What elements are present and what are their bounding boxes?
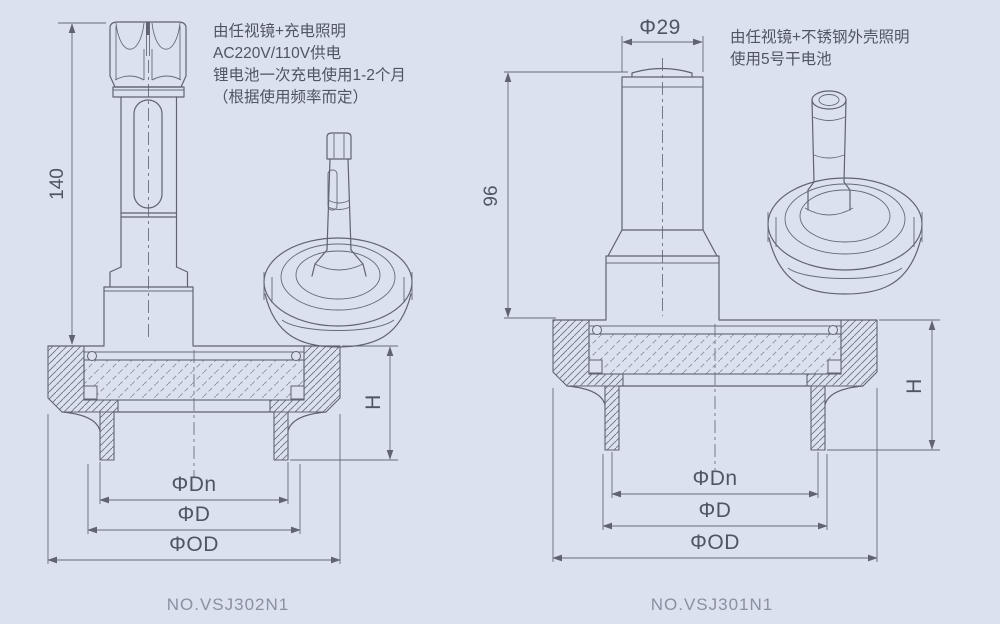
dim-diameters-left: ΦDn ΦD ΦOD — [47, 414, 341, 564]
right-front-view: Φ29 — [481, 16, 940, 614]
right-isometric-view — [767, 90, 923, 295]
dim-H-right-label: H — [903, 378, 926, 394]
iso-lamp-dome — [811, 90, 847, 110]
dim-96: 96 — [481, 71, 628, 319]
skirt-wall-right — [810, 385, 826, 451]
flange-ring-left — [552, 319, 624, 387]
o-ring-right — [828, 325, 838, 335]
skirt-wall-left — [604, 385, 620, 451]
flange-ring-right — [806, 319, 878, 387]
left-front-view: 140 H ΦDn ΦD ΦOD NO.VSJ302N1 — [47, 21, 398, 614]
dim-phi29: Φ29 — [621, 16, 704, 72]
stem-body — [103, 96, 194, 346]
flange-section-right — [552, 319, 878, 451]
retainer-right — [290, 385, 305, 400]
flange-section — [47, 345, 341, 461]
dim-d-right-label: ΦD — [699, 499, 732, 522]
left-annotation-line-1: 由任视镜+充电照明 — [213, 21, 346, 40]
glass-disc — [588, 333, 842, 375]
o-ring-left — [87, 351, 97, 361]
glass-disc — [83, 359, 305, 401]
right-annotation-line-2: 使用5号干电池 — [730, 50, 832, 68]
dim-phi29-label: Φ29 — [639, 16, 681, 39]
dim-140-label: 140 — [47, 168, 68, 200]
dim-dn-left-label: ΦDn — [171, 473, 216, 496]
retainer-left — [83, 385, 98, 400]
o-ring-right — [291, 351, 301, 361]
light-window — [133, 99, 163, 209]
knurled-cap — [109, 21, 187, 98]
iso-light-window — [327, 169, 338, 211]
dim-od-left-label: ΦOD — [169, 533, 219, 556]
dim-dn-right-label: ΦDn — [692, 467, 737, 490]
right-annotation: 由任视镜+不锈钢外壳照明 使用5号干电池 — [730, 27, 910, 68]
dim-diameters-right: ΦDn ΦD ΦOD — [552, 388, 878, 562]
left-annotation-line-4: （根据使用频率而定） — [213, 88, 368, 106]
right-annotation-line-1: 由任视镜+不锈钢外壳照明 — [730, 27, 910, 46]
dim-140: 140 — [47, 22, 106, 345]
dim-H-right: H — [827, 319, 940, 451]
right-part-number: NO.VSJ301N1 — [651, 595, 774, 614]
dim-d-left-label: ΦD — [178, 503, 211, 526]
dim-od-right-label: ΦOD — [690, 531, 740, 554]
dim-96-label: 96 — [481, 185, 502, 206]
skirt-wall-right — [273, 411, 289, 461]
dim-H-left-label: H — [362, 394, 385, 410]
left-annotation-line-3: 锂电池一次充电使用1-2个月 — [213, 66, 406, 84]
retainer-right — [827, 359, 842, 374]
retainer-left — [588, 359, 603, 374]
skirt-wall-left — [99, 411, 115, 461]
iso-flange-rim — [767, 177, 923, 271]
stem-body-right — [605, 67, 720, 320]
left-part-number: NO.VSJ302N1 — [167, 595, 290, 614]
o-ring-left — [592, 325, 602, 335]
left-annotation-line-2: AC220V/110V供电 — [213, 44, 341, 62]
left-isometric-view — [263, 132, 413, 348]
flange-ring-right — [269, 345, 341, 413]
flange-ring-left — [47, 345, 119, 413]
left-annotation: 由任视镜+充电照明 AC220V/110V供电 锂电池一次充电使用1-2个月 （… — [213, 21, 406, 106]
